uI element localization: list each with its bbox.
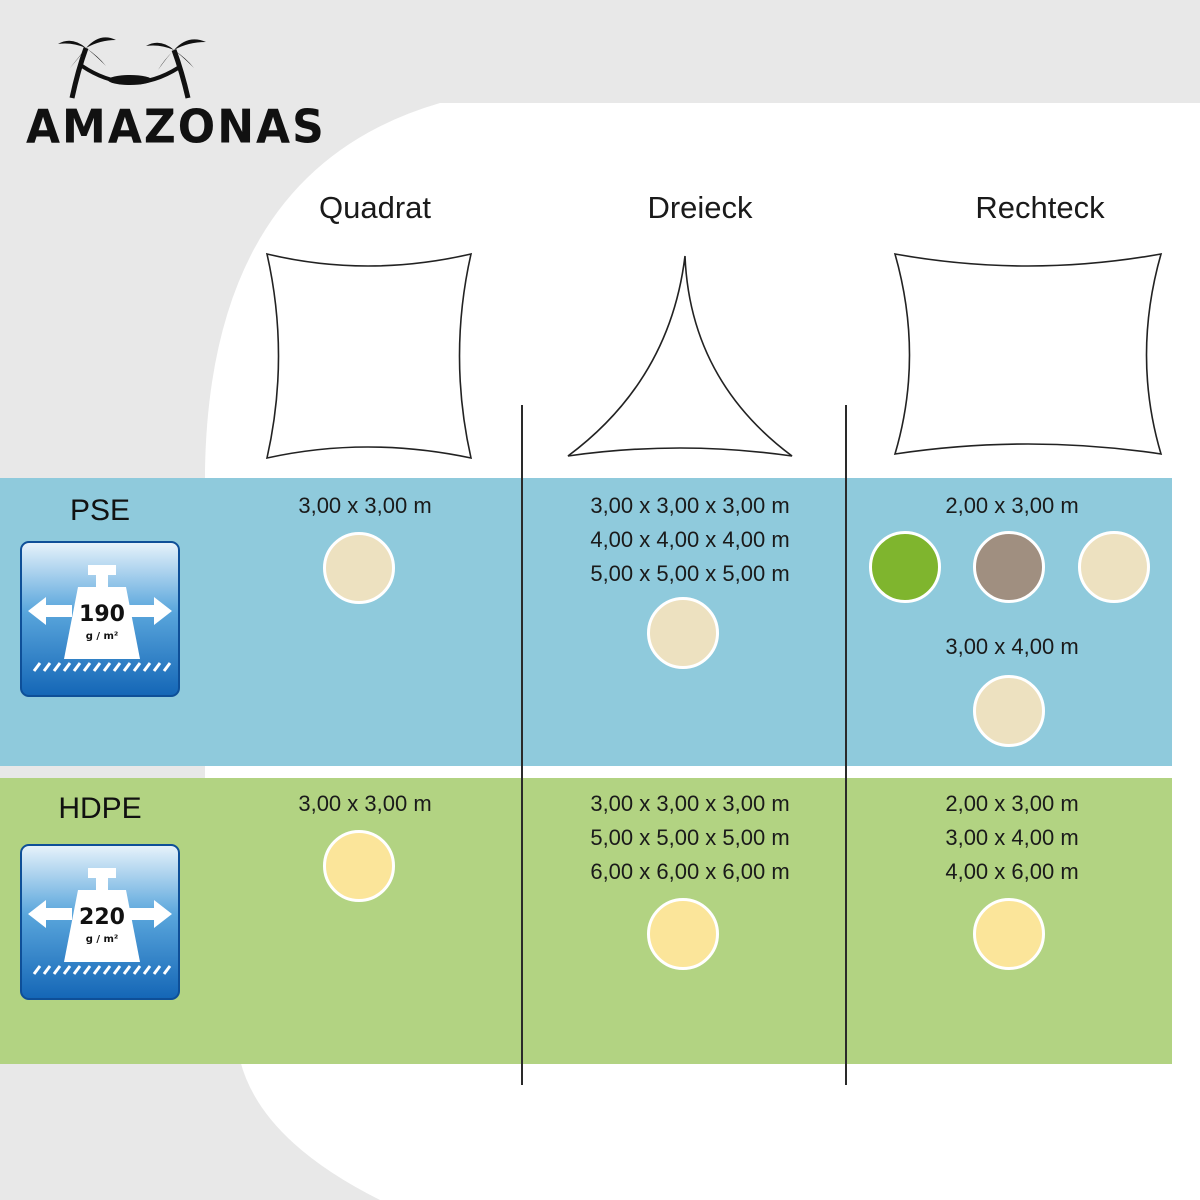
pse-quadrat-sizes: 3,00 x 3,00 m <box>205 489 525 523</box>
weight-unit: g / m² <box>86 934 119 945</box>
square-icon <box>265 252 473 460</box>
pse-rechteck-sizes-2: 3,00 x 4,00 m <box>852 630 1172 664</box>
size-label: 3,00 x 4,00 m <box>945 634 1079 659</box>
column-title-quadrat: Quadrat <box>318 190 431 225</box>
pse-rechteck-sizes-1: 2,00 x 3,00 m <box>852 489 1172 523</box>
size-label: 2,00 x 3,00 m <box>945 493 1079 518</box>
color-swatch-taupe[interactable] <box>973 531 1045 603</box>
pse-dreieck-sizes: 3,00 x 3,00 x 3,00 m 4,00 x 4,00 x 4,00 … <box>530 489 850 591</box>
size-label: 5,00 x 5,00 x 5,00 m <box>590 825 790 850</box>
weight-unit: g / m² <box>86 631 119 642</box>
size-label: 3,00 x 3,00 m <box>298 791 432 816</box>
color-swatch-beige[interactable] <box>973 675 1045 747</box>
weight-value: 190 <box>79 602 125 627</box>
triangle-icon <box>567 255 793 457</box>
size-label: 3,00 x 4,00 m <box>945 825 1079 850</box>
size-label: 4,00 x 4,00 x 4,00 m <box>590 527 790 552</box>
weight-badge-pse: 190 g / m² <box>20 541 180 697</box>
hdpe-rechteck-sizes: 2,00 x 3,00 m 3,00 x 4,00 m 4,00 x 6,00 … <box>852 787 1172 889</box>
column-divider <box>845 405 847 1085</box>
rectangle-icon <box>893 252 1163 455</box>
material-name-pse: PSE <box>69 494 131 527</box>
brand-logo: AMAZONAS <box>12 18 324 154</box>
color-swatch-yellow[interactable] <box>323 830 395 902</box>
size-label: 4,00 x 6,00 m <box>945 859 1079 884</box>
palm-hammock-icon <box>58 37 206 99</box>
color-swatch-yellow[interactable] <box>973 898 1045 970</box>
column-title-rechteck: Rechteck <box>975 190 1105 225</box>
column-title-dreieck: Dreieck <box>647 190 753 225</box>
weight-badge-hdpe: 220 g / m² <box>20 844 180 1000</box>
color-swatch-beige[interactable] <box>1078 531 1150 603</box>
size-label: 3,00 x 3,00 m <box>298 493 432 518</box>
color-swatch-beige[interactable] <box>647 597 719 669</box>
size-label: 6,00 x 6,00 x 6,00 m <box>590 859 790 884</box>
color-swatch-yellow[interactable] <box>647 898 719 970</box>
hdpe-dreieck-sizes: 3,00 x 3,00 x 3,00 m 5,00 x 5,00 x 5,00 … <box>530 787 850 889</box>
material-name-hdpe: HDPE <box>58 792 142 825</box>
size-label: 3,00 x 3,00 x 3,00 m <box>590 493 790 518</box>
color-swatch-beige[interactable] <box>323 532 395 604</box>
weight-value: 220 <box>79 905 125 930</box>
size-label: 3,00 x 3,00 x 3,00 m <box>590 791 790 816</box>
size-label: 5,00 x 5,00 x 5,00 m <box>590 561 790 586</box>
hdpe-quadrat-sizes: 3,00 x 3,00 m <box>205 787 525 821</box>
size-label: 2,00 x 3,00 m <box>945 791 1079 816</box>
brand-wordmark: AMAZONAS <box>26 100 326 155</box>
column-divider <box>521 405 523 1085</box>
color-swatch-green[interactable] <box>869 531 941 603</box>
